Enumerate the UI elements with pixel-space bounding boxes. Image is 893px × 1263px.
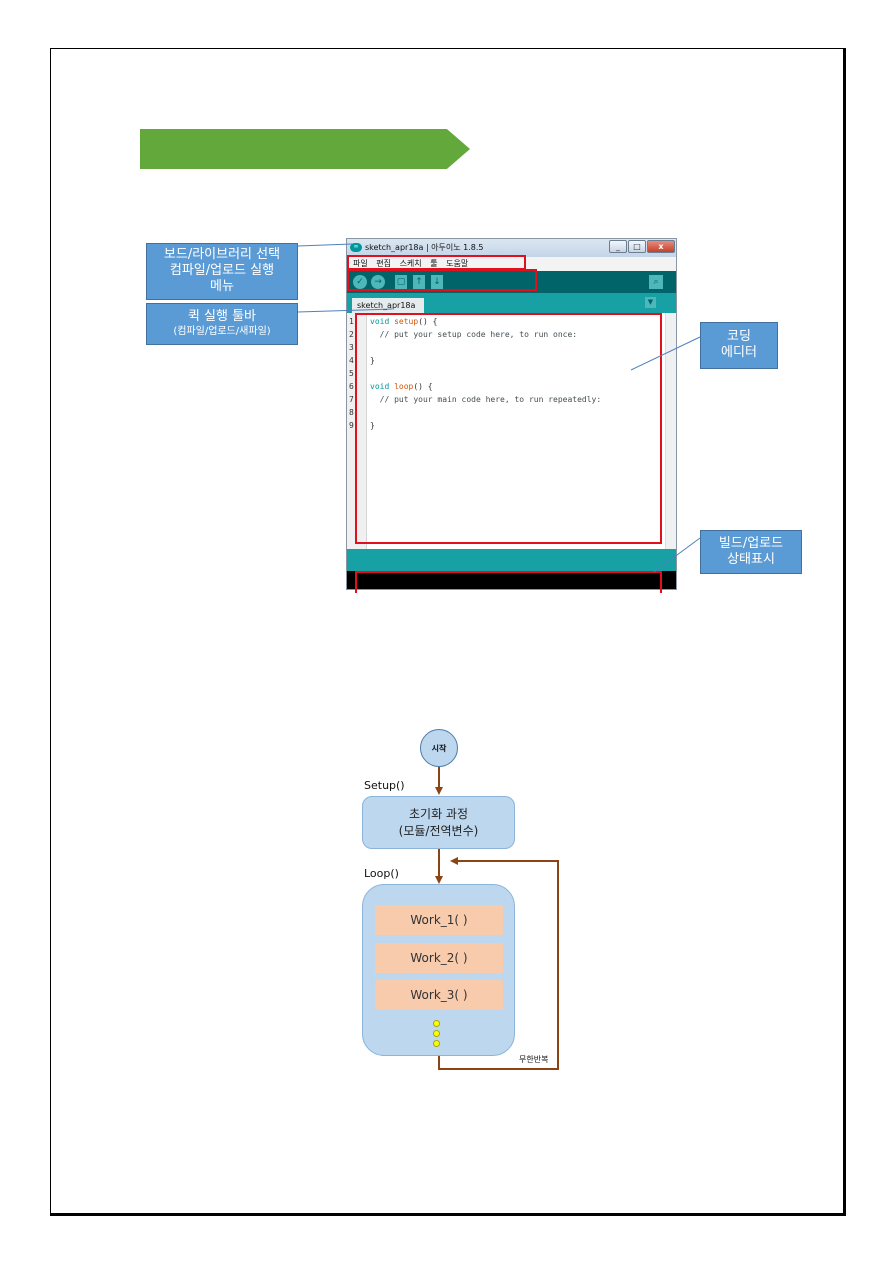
line-number: 6: [349, 382, 354, 391]
new-file-button[interactable]: ▢: [395, 275, 407, 289]
work-3-box: Work_3( ): [375, 980, 503, 1010]
code-line: }: [370, 356, 375, 365]
callout-menu-line2: 컴파일/업로드 실행: [169, 263, 275, 278]
code-line: // put your setup code here, to run once…: [370, 330, 578, 339]
ellipsis-dot: [433, 1030, 440, 1037]
repeat-label: 무한반복: [519, 1055, 549, 1064]
start-node: 시작: [420, 729, 458, 767]
code-line: // put your main code here, to run repea…: [370, 395, 602, 404]
line-number: 7: [349, 395, 354, 404]
upload-button[interactable]: →: [371, 275, 385, 289]
code-line: }: [370, 421, 375, 430]
code-line: void setup() {: [370, 317, 438, 326]
callout-status-line1: 빌드/업로드: [718, 536, 784, 551]
init-line1: 초기화 과정: [408, 807, 468, 821]
callout-status-line2: 상태표시: [727, 552, 775, 567]
console-output: [347, 571, 676, 589]
callout-menu-line3: 메뉴: [210, 279, 234, 294]
serial-monitor-button[interactable]: ⌕: [649, 275, 663, 289]
callout-status: 빌드/업로드 상태표시: [700, 530, 802, 574]
console-highlight-box: [355, 571, 662, 593]
init-line2: (모듈/전역변수): [398, 824, 479, 838]
callout-editor-line2: 에디터: [721, 345, 757, 360]
line-number: 2: [349, 330, 354, 339]
save-button[interactable]: ↓: [431, 275, 443, 289]
maximize-button[interactable]: □: [628, 240, 646, 253]
callout-editor-line1: 코딩: [727, 329, 751, 344]
page-frame: [50, 48, 846, 1216]
close-button[interactable]: x: [647, 240, 675, 253]
line-number-gutter: 1 2 3 4 5 6 7 8 9: [347, 313, 367, 549]
callout-menu-line1: 보드/라이브러리 선택: [163, 247, 281, 262]
minimize-button[interactable]: _: [609, 240, 627, 253]
toolbar-highlight-box: [347, 269, 537, 291]
line-number: 1: [349, 317, 354, 326]
callout-menu: 보드/라이브러리 선택 컴파일/업로드 실행 메뉴: [146, 243, 298, 300]
line-number: 4: [349, 356, 354, 365]
section-banner: [140, 129, 470, 169]
line-number: 5: [349, 369, 354, 378]
line-number: 3: [349, 343, 354, 352]
menu-item-edit[interactable]: 편집: [376, 259, 392, 268]
menu-bar: 파일 편집 스케치 툴 도움말: [347, 257, 676, 271]
verify-button[interactable]: ✓: [353, 275, 367, 289]
arduino-logo-icon: ∞: [350, 243, 362, 252]
menu-item-help[interactable]: 도움말: [446, 259, 469, 268]
status-bar: [347, 549, 676, 571]
arduino-ide-window: ∞ sketch_apr18a | 아두이노 1.8.5 _ □ x 파일 편집…: [346, 238, 677, 590]
code-editor[interactable]: 1 2 3 4 5 6 7 8 9 void setup() { // put your set…: [347, 313, 665, 549]
menu-item-tools[interactable]: 툴: [430, 259, 438, 268]
code-line: void loop() {: [370, 382, 433, 391]
title-bar: ∞ sketch_apr18a | 아두이노 1.8.5 _ □ x: [347, 239, 676, 257]
setup-label: Setup(): [364, 779, 405, 792]
toolbar: ✓ → ▢ ↑ ↓ ⌕: [347, 271, 676, 293]
init-box: 초기화 과정 (모듈/전역변수): [362, 796, 515, 849]
loop-label: Loop(): [364, 867, 399, 880]
callout-editor: 코딩 에디터: [700, 322, 778, 369]
menu-item-file[interactable]: 파일: [353, 259, 368, 268]
work-2-box: Work_2( ): [375, 943, 503, 973]
ellipsis-dot: [433, 1040, 440, 1047]
menu-item-sketch[interactable]: 스케치: [399, 259, 422, 268]
editor-highlight-box: [355, 313, 662, 544]
callout-toolbar: 퀵 실행 툴바 (컴파일/업로드/새파일): [146, 303, 298, 345]
callout-toolbar-line1: 퀵 실행 툴바: [187, 309, 257, 324]
open-button[interactable]: ↑: [413, 275, 425, 289]
window-title: sketch_apr18a | 아두이노 1.8.5: [365, 243, 484, 252]
ellipsis-dot: [433, 1020, 440, 1027]
callout-toolbar-line2: (컴파일/업로드/새파일): [173, 326, 271, 337]
line-number: 9: [349, 421, 354, 430]
work-1-box: Work_1( ): [375, 905, 503, 935]
tab-menu-icon[interactable]: ▼: [645, 297, 656, 308]
line-number: 8: [349, 408, 354, 417]
editor-scrollbar[interactable]: [665, 313, 676, 549]
